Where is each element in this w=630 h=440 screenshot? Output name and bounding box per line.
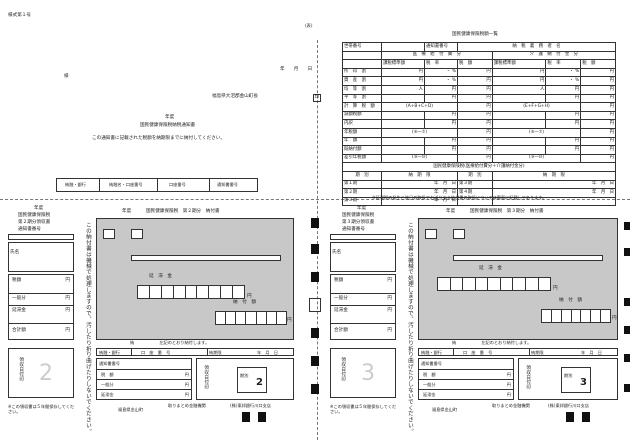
sched-p2-0: 第３期 <box>457 179 493 190</box>
item-8: 年 額 <box>342 136 382 147</box>
item-3: 平 等 割 <box>342 93 382 104</box>
slip3-received: 納 左記のとおり納付します。 <box>452 340 532 345</box>
notice-date: 年 月 日 <box>280 67 313 72</box>
item-0: 所 得 割 <box>342 67 382 78</box>
slip2-year: 年度 <box>122 209 132 214</box>
issuer-seal: 印 <box>313 94 321 102</box>
stub2-subtitle: 第２期分領収書 <box>18 220 51 225</box>
overview-title: 国民健康保険税額一覧 <box>452 32 498 37</box>
medical-heading: 医 療 給 付 費 分 <box>381 50 493 61</box>
slip3-bank-row: 納融・銀行 口 座 番 号 納期限 年 月 日 <box>418 348 618 356</box>
rate-label-b: 税 率 <box>545 59 582 69</box>
stub3-stamp-box: 領収日付印 3 <box>330 348 396 398</box>
slip2-seal-box: 領収日付印 期別 2 <box>196 358 294 400</box>
amount-label-b: 税 額 <box>580 59 616 69</box>
slip3-collector: 取りまとめ金融機関 <box>492 403 530 408</box>
stub2-amount-box: 税額 円 一般分 円 延滞金 円 合計額 円 <box>8 274 74 340</box>
stub2-notice-no: 通知書番号 <box>18 227 41 232</box>
slip2-collector2: (株)東邦銀行川口支店 <box>230 403 271 408</box>
stub2-name-box: 氏名 <box>8 242 74 272</box>
stub3-subtitle: 第３期分領収書 <box>342 220 375 225</box>
stub3-period-digit: 3 <box>361 361 375 386</box>
sched-h1: 納 期 限 <box>381 170 458 181</box>
stub3-title: 国民健康保険税 <box>342 213 375 218</box>
slip3-period-digit: 3 <box>580 377 587 388</box>
stub3-notice-no: 通知書番号 <box>342 227 365 232</box>
item-7: 年税額 <box>342 127 382 138</box>
stub3-year: 年度 <box>357 206 367 211</box>
slip3-title: 国民健康保険税 第３期分 納付書 <box>470 209 544 214</box>
slip2-bank-row: 納融・銀行 口 座 番 号 納期限 年 月 日 <box>96 348 294 356</box>
overview-footnote: ※延滞税の発生と後日の取扱でお送りする納付書の取扱については裏面に記載してありま… <box>372 195 547 200</box>
notice-year: 年度 <box>165 115 175 120</box>
sched-h0: 期 別 <box>342 170 382 181</box>
stub2-year: 年度 <box>34 206 44 211</box>
slip3-town: 福島県金山町 <box>432 407 458 412</box>
bank-header-3: 通知書番号 <box>217 182 238 187</box>
item-10: 差引年税額 <box>342 153 382 164</box>
sched-h3: 納 期 限 <box>491 170 617 181</box>
ov-notice-label: 通知書番号 <box>424 42 458 52</box>
stub3-amount-box: 税額 円 一般分 円 延滞金 円 合計額 円 <box>330 274 396 340</box>
taxpayer-name-label: 納 税 義 務 者 名 <box>457 42 616 52</box>
issuer: 福島県大沼郡金山町長 <box>212 94 258 99</box>
bank-header-2: 口座番号 <box>169 182 186 187</box>
item-9: 既納付額 <box>342 145 382 155</box>
slip2-collector: 取りまとめ金融機関 <box>168 403 206 408</box>
slip3-collector2: (株)東邦銀行川口支店 <box>548 403 589 408</box>
slip2-deadline-label: 延 滞 金 <box>149 274 172 279</box>
stub2-title: 国民健康保険税 <box>18 213 51 218</box>
slip3-paid-label: 納 付 額 <box>559 298 582 303</box>
overview-table: 世帯番号 通知書番号 納 税 義 務 者 名 医 療 給 付 費 分 介 護 納… <box>342 42 617 207</box>
slip2-ocr-area: 延 滞 金 円 納 付 額 円 <box>96 218 294 340</box>
item-5: 減額税額 <box>342 110 382 121</box>
slip3-seal-box: 領収日付印 期別 3 <box>518 358 618 400</box>
care-heading: 介 護 納 付 金 分 <box>491 50 617 61</box>
notice-body: この通知書に記載された税額を納期限までに納付してください。 <box>92 136 225 141</box>
item-6: 内訳 <box>342 119 382 129</box>
basis-label-a: 課税標準額 <box>381 59 425 69</box>
slip3-year: 年度 <box>446 209 456 214</box>
basis-label-b: 課税標準額 <box>491 59 547 69</box>
bank-header-0: 納融・銀行 <box>65 182 86 187</box>
side-label: (表) <box>305 23 313 28</box>
stub2-period-digit: 2 <box>39 361 53 386</box>
stub3-keep-note: ※この領収書は５年間保存してください。 <box>330 404 397 415</box>
amount-label-a: 税 額 <box>457 59 493 69</box>
item-4: 計 算 税 額 <box>342 102 382 112</box>
stub2-stamp-box: 領収日付印 2 <box>8 348 74 398</box>
slip2-period-digit: 2 <box>256 377 263 388</box>
rate-label-a: 税 率 <box>424 59 458 69</box>
slip2-title: 国民健康保険税 第２期分 納付書 <box>146 209 220 214</box>
total-label: 国民健康保険税(医療給付費分＋介護納付金分) <box>342 162 616 172</box>
item-2: 均 等 割 <box>342 84 382 95</box>
slip2-amount-table: 通知書番号 税 額 円 一般分 円 延滞金 円 <box>96 358 192 400</box>
bank-header-1: 納融名・口座番号 <box>109 182 143 187</box>
sched-p1-0: 第１期 <box>342 179 382 190</box>
sched-h2: 期 別 <box>457 170 493 181</box>
slip3-vertical-note: この納付書は機械で処理しますので、汚したり折り曲げたりしないでください。 <box>406 222 413 435</box>
slip3-amount-table: 通知書番号 税 額 円 一般分 円 延滞金 円 <box>418 358 514 400</box>
slip2-town: 福島県金山町 <box>118 407 144 412</box>
notice-title: 国民健康保険税納税通知書 <box>140 123 196 128</box>
slip2-paid-label: 納 付 額 <box>233 300 256 305</box>
slip3-ocr-area: 延 滞 金 円 納 付 額 円 <box>418 218 618 340</box>
item-1: 資 産 割 <box>342 76 382 86</box>
fold-line-vertical <box>317 40 318 440</box>
slip3-deadline-label: 延 滞 金 <box>479 266 502 271</box>
form-number: 様式第１号 <box>8 13 31 18</box>
slip2-received: 納 左記のとおり納付します。 <box>130 340 210 345</box>
fold-line-horizontal <box>0 199 630 200</box>
stub3-name-box: 氏名 <box>330 242 396 272</box>
bank-table: 納融・銀行 納融名・口座番号 口座番号 通知書番号 <box>56 178 258 192</box>
addressee-suffix: 様 <box>64 74 69 79</box>
stub2-keep-note: ※この領収書は５年間保存してください。 <box>8 404 75 415</box>
slip2-vertical-note: この納付書は機械で処理しますので、汚したり折り曲げたりしないでください。 <box>84 222 91 435</box>
house-no-label: 世帯番号 <box>342 42 382 52</box>
